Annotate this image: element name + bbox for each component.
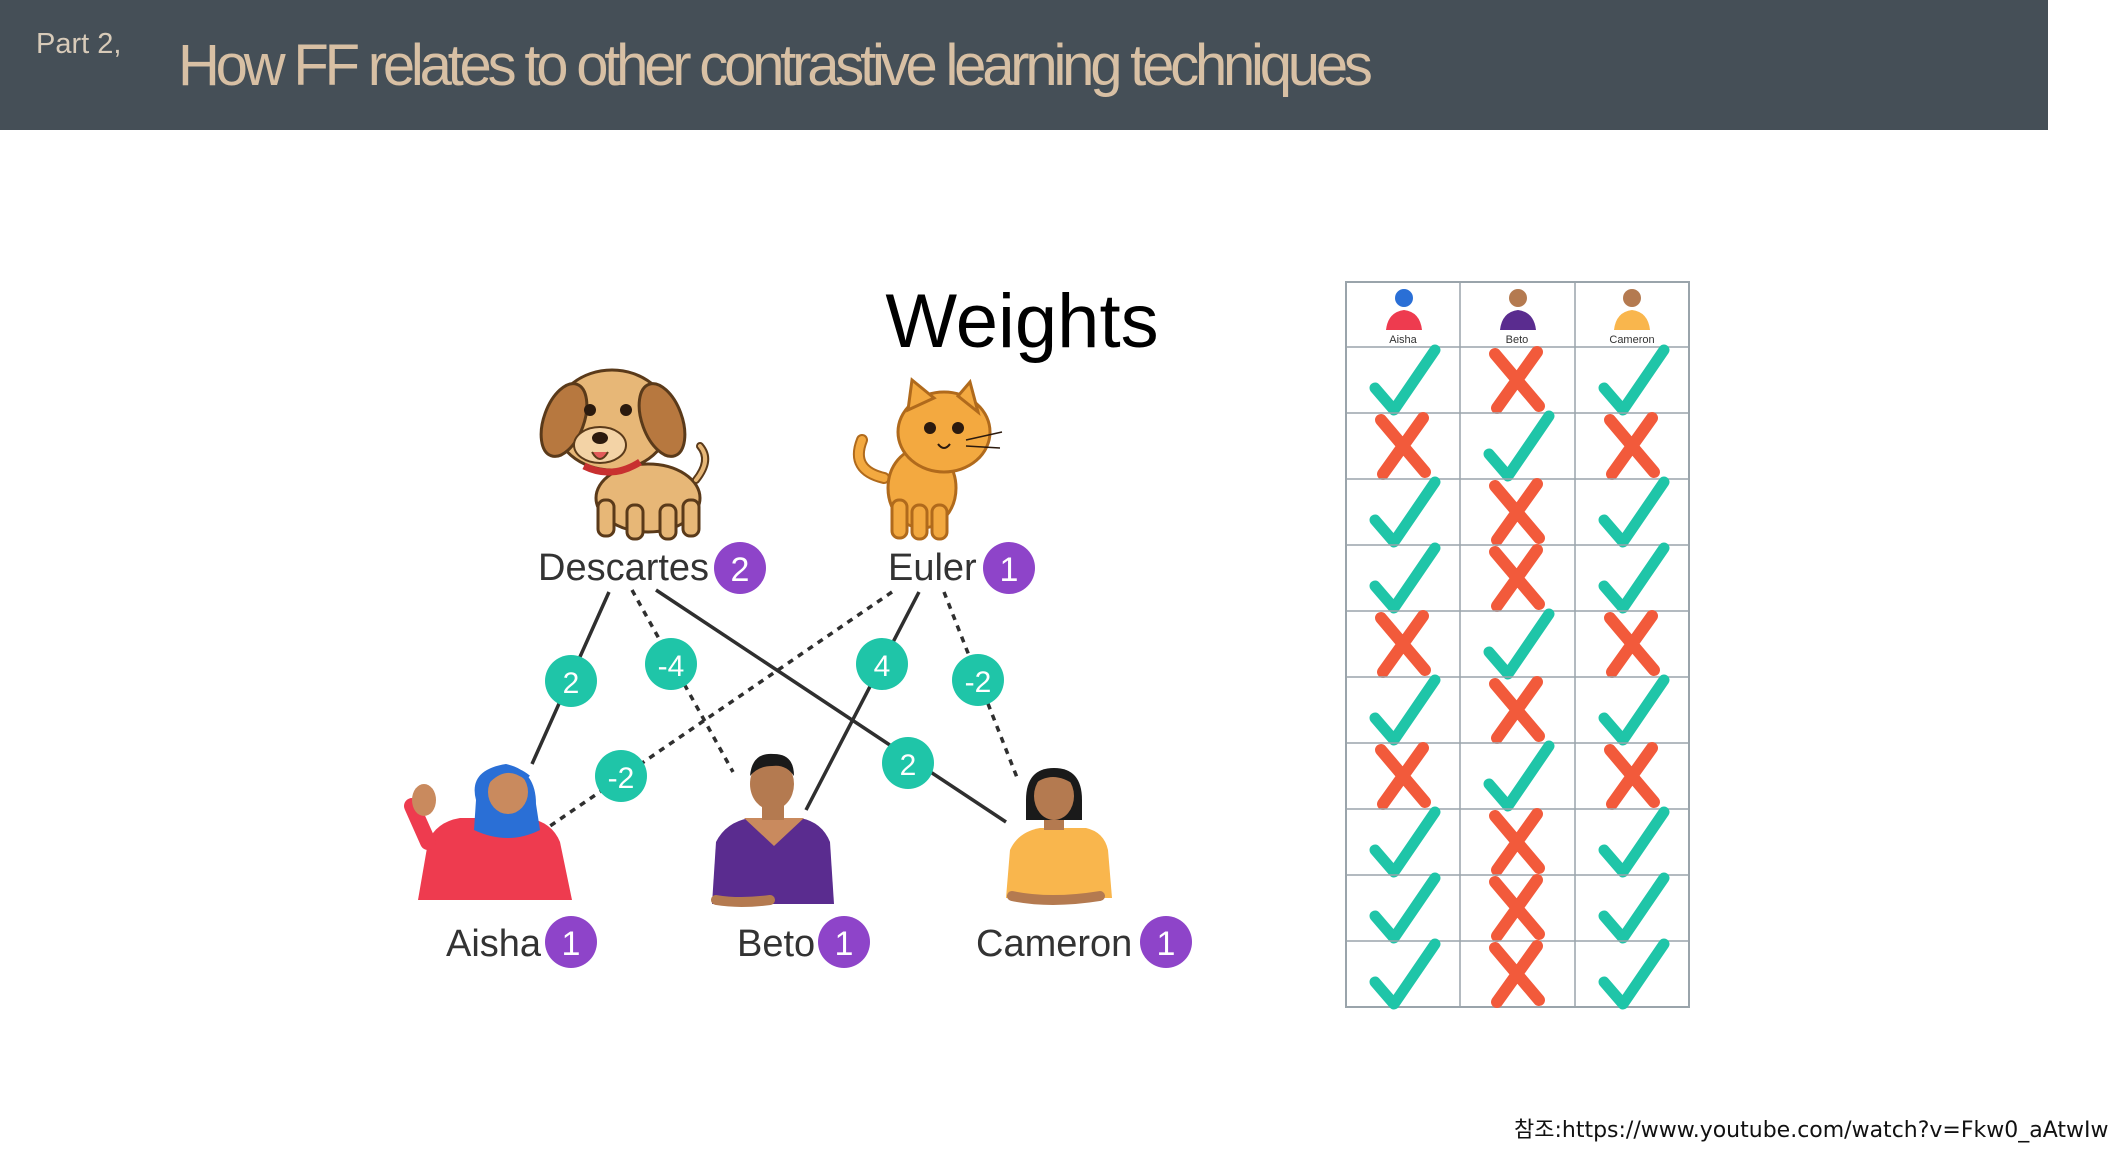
- table-header-beto: Beto: [1506, 334, 1529, 346]
- reference-link[interactable]: 참조:https://www.youtube.com/watch?v=Fkw0_…: [1514, 1118, 2109, 1143]
- weight-value-descartes-beto: -4: [658, 650, 685, 683]
- node-label-euler: Euler: [888, 547, 977, 589]
- weight-badge-descartes-cameron: [882, 737, 934, 789]
- edge-descartes-beto: [630, 589, 735, 773]
- badge-aisha-value: 1: [562, 925, 581, 963]
- badge-aisha: [545, 916, 597, 968]
- node-label-beto: Beto: [737, 923, 815, 965]
- weight-badge-euler-cameron: [952, 654, 1004, 706]
- part-label: Part 2,: [36, 28, 122, 60]
- diagram-canvas: Weights: [404, 279, 1690, 1152]
- node-label-descartes: Descartes: [538, 547, 709, 589]
- badge-euler: [983, 542, 1035, 594]
- weight-value-descartes-cameron: 2: [900, 749, 917, 782]
- slide-header: Part 2, How FF relates to other contrast…: [0, 0, 2048, 130]
- badge-cameron: [1140, 916, 1192, 968]
- badge-descartes: [714, 542, 766, 594]
- weights-heading: Weights: [885, 279, 1158, 364]
- aisha-illustration: [404, 764, 572, 900]
- dog-illustration: [539, 368, 710, 541]
- table-header-avatar-cameron: [1614, 289, 1650, 330]
- table-header-avatar-aisha: [1386, 289, 1422, 330]
- badge-cameron-value: 1: [1157, 925, 1176, 963]
- table-header-avatar-beto: [1500, 289, 1536, 330]
- weight-value-euler-cameron: -2: [965, 666, 992, 699]
- check-table: Aisha Beto Cameron: [1345, 281, 1690, 1007]
- slide-title: How FF relates to other contrastive lear…: [178, 33, 1373, 98]
- weight-value-euler-beto: 4: [874, 650, 891, 683]
- weight-badge-euler-beto: [856, 638, 908, 690]
- weight-badge-euler-aisha: [595, 750, 647, 802]
- weight-badge-descartes-beto: [645, 638, 697, 690]
- table-header-aisha: Aisha: [1389, 334, 1417, 346]
- badge-beto-value: 1: [835, 925, 854, 963]
- node-label-cameron: Cameron: [976, 923, 1132, 965]
- table-header-cameron: Cameron: [1609, 334, 1654, 346]
- cameron-illustration: [1006, 768, 1112, 905]
- beto-illustration: [711, 753, 834, 907]
- cat-illustration: [852, 377, 1003, 541]
- edge-euler-aisha: [549, 590, 893, 828]
- badge-euler-value: 1: [1000, 551, 1019, 589]
- weight-badge-descartes-aisha: [545, 655, 597, 707]
- badge-beto: [818, 916, 870, 968]
- badge-descartes-value: 2: [731, 551, 750, 589]
- weight-value-euler-aisha: -2: [608, 762, 635, 795]
- weight-value-descartes-aisha: 2: [563, 667, 580, 700]
- edge-euler-beto: [804, 591, 921, 811]
- edge-descartes-cameron: [655, 588, 1007, 824]
- node-label-aisha: Aisha: [446, 923, 542, 965]
